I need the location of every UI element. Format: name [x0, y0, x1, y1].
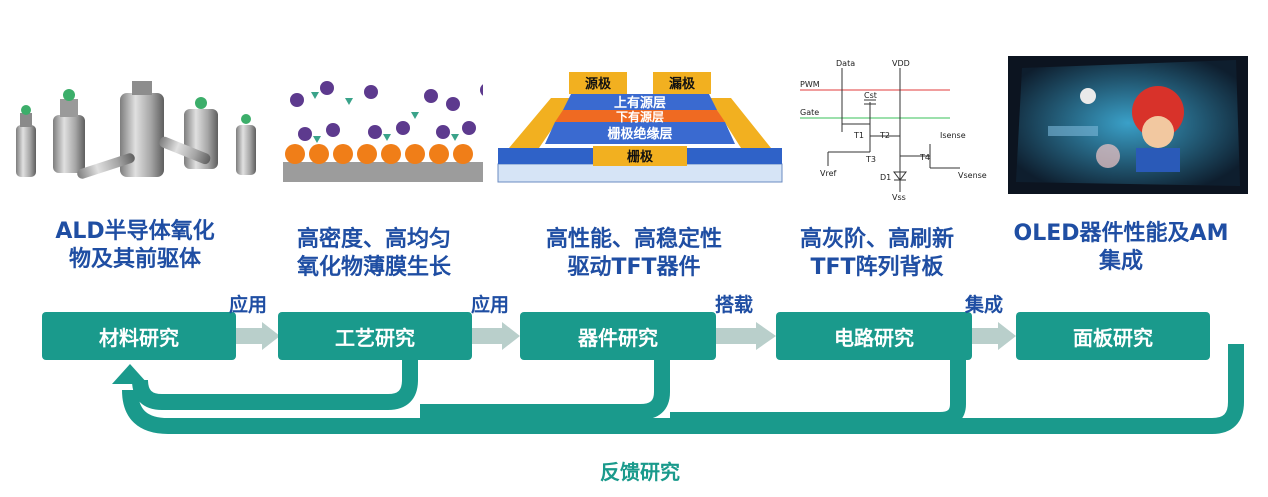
circuit-vss-label: Vss — [892, 193, 906, 202]
title-material-line1: ALD半导体氧化 — [55, 219, 215, 244]
title-circuit-line2: TFT阵列背板 — [810, 255, 944, 280]
arrow-1 — [236, 322, 280, 350]
feedback-loops — [122, 344, 1244, 434]
tft-drain-label: 漏极 — [669, 76, 696, 92]
tft-source-label: 源极 — [585, 76, 612, 92]
stage-process-research: 工艺研究 — [278, 312, 472, 360]
title-process-line2: 氧化物薄膜生长 — [296, 255, 451, 280]
circuit-t2-label: T2 — [879, 131, 890, 140]
stage-device-label: 器件研究 — [578, 325, 658, 350]
stage-panel-research: 面板研究 — [1016, 312, 1210, 360]
title-panel-line2: 集成 — [1098, 249, 1143, 274]
connector-integrate: 集成 — [964, 294, 1003, 316]
title-process-line1: 高密度、高均匀 — [296, 227, 451, 252]
circuit-vdd-label: VDD — [892, 59, 910, 68]
feedback-arrow-head — [112, 364, 148, 384]
oled-panel-photo-image — [1008, 56, 1248, 194]
circuit-vsense-label: Vsense — [958, 171, 987, 180]
circuit-data-label: Data — [836, 59, 855, 68]
arrow-3 — [716, 322, 776, 350]
title-circuit-line1: 高灰阶、高刷新 — [799, 227, 954, 252]
stage-panel-label: 面板研究 — [1073, 325, 1153, 350]
thin-film-growth-image — [283, 81, 483, 182]
arrow-4 — [972, 322, 1016, 350]
circuit-d1-label: D1 — [880, 173, 891, 182]
title-device-line2: 驱动TFT器件 — [567, 255, 701, 280]
stage-process-label: 工艺研究 — [335, 325, 415, 350]
stage-device-research: 器件研究 — [520, 312, 716, 360]
title-material-line2: 物及其前驱体 — [68, 247, 201, 272]
tft-upper-active-label: 上有源层 — [614, 95, 666, 111]
title-material: ALD半导体氧化 物及其前驱体 — [20, 218, 250, 274]
circuit-t3-label: T3 — [865, 155, 876, 164]
tft-gate-label: 栅极 — [627, 149, 654, 165]
feedback-research-label: 反馈研究 — [600, 460, 680, 484]
title-device-line1: 高性能、高稳定性 — [545, 227, 722, 252]
tft-insulator-label: 栅极绝缘层 — [607, 126, 672, 142]
loop-inner-1 — [132, 360, 418, 410]
circuit-cst-label: Cst — [864, 91, 877, 100]
title-device: 高性能、高稳定性 驱动TFT器件 — [514, 226, 754, 282]
stage-circuit-label: 电路研究 — [834, 325, 914, 350]
loop-inner-3 — [670, 360, 966, 428]
loop-outer — [122, 344, 1244, 434]
title-circuit: 高灰阶、高刷新 TFT阵列背板 — [772, 226, 982, 282]
title-panel-line1: OLED器件性能及AM — [1013, 221, 1229, 246]
title-panel: OLED器件性能及AM 集成 — [990, 220, 1252, 276]
tft-lower-active-label: 下有源层 — [616, 109, 664, 124]
pixel-circuit-schematic-image: Data VDD PWM Gate Cst T1 T2 T3 T4 Isense… — [800, 59, 987, 202]
circuit-gate-label: Gate — [800, 108, 819, 117]
circuit-t1-label: T1 — [853, 131, 864, 140]
loop-inner-2 — [420, 360, 670, 420]
circuit-isense-label: Isense — [940, 131, 966, 140]
arrow-2 — [472, 322, 520, 350]
connector-apply-2: 应用 — [470, 294, 509, 316]
tft-cross-section-image: 源极 漏极 上有源层 下有源层 栅极绝缘层 栅极 — [497, 72, 783, 183]
forward-arrows — [236, 322, 1016, 350]
connector-carry: 搭载 — [714, 294, 753, 316]
circuit-t4-label: T4 — [919, 153, 930, 162]
stage-material-label: 材料研究 — [99, 325, 179, 350]
stage-material-research: 材料研究 — [42, 312, 236, 360]
circuit-vref-label: Vref — [820, 169, 837, 178]
ald-precursor-bottles-image — [16, 81, 256, 179]
title-process: 高密度、高均匀 氧化物薄膜生长 — [264, 226, 484, 282]
circuit-pwm-label: PWM — [800, 80, 820, 89]
stage-circuit-research: 电路研究 — [776, 312, 972, 360]
connector-apply-1: 应用 — [228, 294, 267, 316]
